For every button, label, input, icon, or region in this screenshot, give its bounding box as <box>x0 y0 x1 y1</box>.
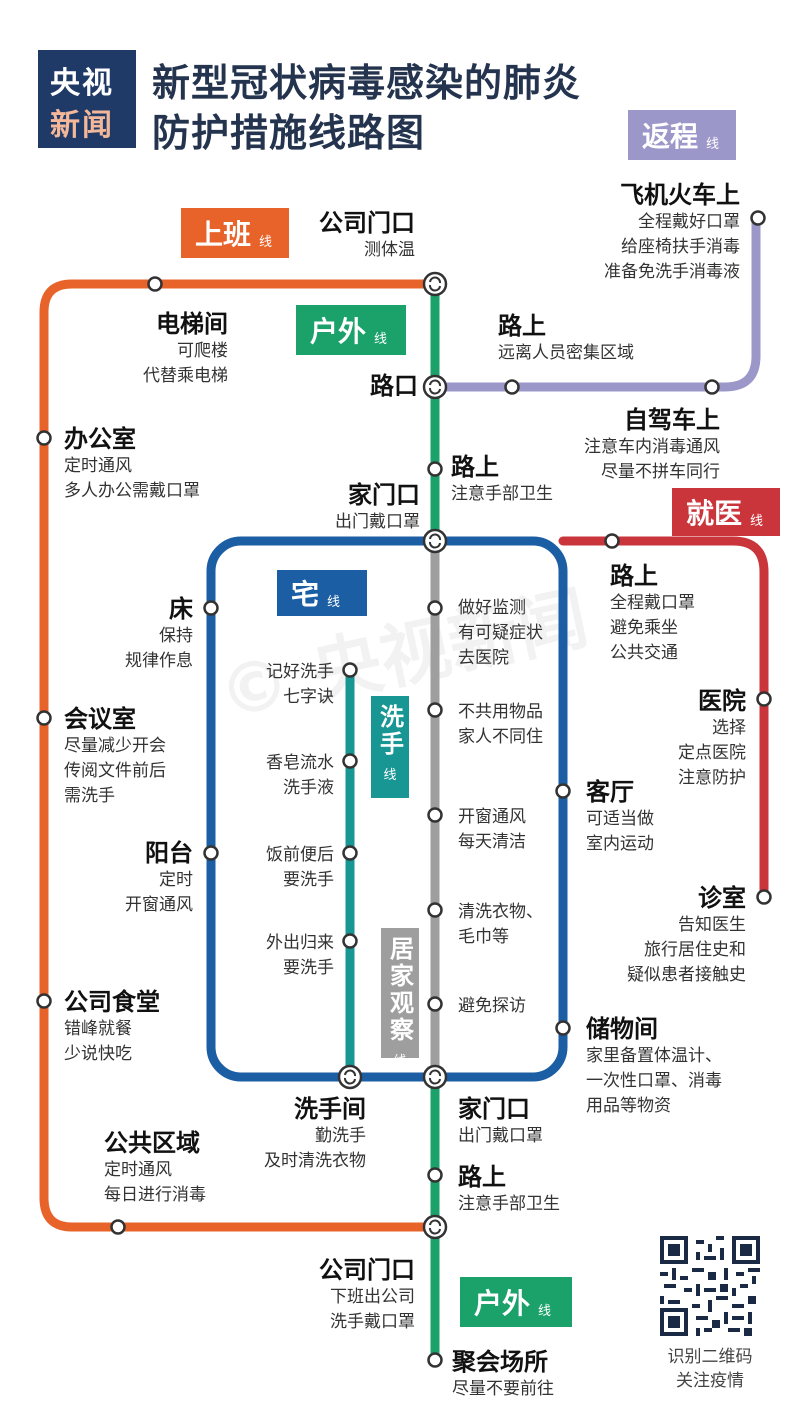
station-zijia: 自驾车上 注意车内消毒通风 尽量不拼车同行 <box>584 406 720 482</box>
line-shangban <box>39 279 440 1232</box>
station-juhui: 聚会场所 尽量不要前往 <box>452 1348 554 1399</box>
station-huiyishi: 会议室 尽量减少开会 传阅文件前后 需洗手 <box>64 705 166 806</box>
logo-line1: 央视 <box>50 66 114 101</box>
page-title-line2: 防护措施线路图 <box>152 111 426 155</box>
logo-line2: 新闻 <box>50 108 114 143</box>
xishou-stop: 香皂流水洗手液 <box>266 753 334 798</box>
station-chuang: 床 保持 规律作息 <box>125 595 193 671</box>
station-bangongshi: 办公室 定时通风 多人办公需戴口罩 <box>64 425 200 501</box>
jujia-stop: 不共用物品家人不同住 <box>458 702 543 747</box>
line-jiuyi <box>558 536 769 902</box>
station-gongsi-menkou-bottom: 公司门口 下班出公司 洗手戴口罩 <box>319 1256 415 1332</box>
station-shitang: 公司食堂 错峰就餐 少说快吃 <box>64 988 160 1064</box>
tag-huwai-bottom: 户外线 <box>460 1277 572 1327</box>
station-xishoujian: 洗手间 勤洗手 及时清洗衣物 <box>264 1095 366 1171</box>
station-yangtai: 阳台 定时 开窗通风 <box>125 839 193 915</box>
station-lushang-return: 路上 远离人员密集区域 <box>498 312 634 363</box>
cctv-news-logo: 央视 新闻 <box>38 50 136 148</box>
station-chuwujian: 储物间 家里备置体温计、 一次性口罩、消毒 用品等物资 <box>586 1015 722 1116</box>
tag-jujia: 居家观察线 <box>381 928 419 1069</box>
qr-code-icon[interactable] <box>660 1236 760 1336</box>
station-lushang-top: 路上 注意手部卫生 <box>451 453 553 504</box>
line-zhai <box>206 536 568 1082</box>
xishou-stop: 饭前便后要洗手 <box>266 845 334 890</box>
station-keting: 客厅 可适当做 室内运动 <box>586 778 654 854</box>
xishou-stop: 记好洗手七字诀 <box>266 662 334 707</box>
jujia-stop: 避免探访 <box>458 996 526 1016</box>
station-jiamenkou-top: 家门口 出门戴口罩 <box>335 481 420 532</box>
qr-caption: 识别二维码 关注疫情 <box>667 1347 753 1391</box>
station-lukou: 路口 <box>370 372 418 400</box>
station-lushang-jiuyi: 路上 全程戴口罩 避免乘坐 公共交通 <box>610 562 695 663</box>
jujia-stop: 开窗通风每天清洁 <box>458 807 526 852</box>
line-fancheng <box>430 213 761 392</box>
station-jiamenkou-bottom: 家门口 出门戴口罩 <box>458 1095 543 1146</box>
station-dots <box>36 210 772 1368</box>
station-gongsi-menkou-top: 公司门口 测体温 <box>319 209 415 260</box>
tag-zhai: 宅线 <box>277 570 367 616</box>
station-dianti: 电梯间 可爬楼 代替乘电梯 <box>143 310 228 386</box>
interchange-nodes <box>337 271 448 1240</box>
station-zhenshi: 诊室 告知医生 旅行居住史和 疑似患者接触史 <box>627 884 746 985</box>
tag-xishou: 洗手线 <box>371 696 409 798</box>
station-feiji-huoche: 飞机火车上 全程戴好口罩 给座椅扶手消毒 准备免洗手消毒液 <box>604 181 740 282</box>
xishou-stop: 外出归来要洗手 <box>266 933 334 978</box>
jujia-stop: 做好监测有可疑症状去医院 <box>458 598 543 668</box>
station-lushang-bottom: 路上 注意手部卫生 <box>458 1163 560 1214</box>
station-gonggong: 公共区域 定时通风 每日进行消毒 <box>104 1129 206 1205</box>
tag-shangban: 上班线 <box>181 208 289 258</box>
jujia-stop: 清洗衣物、毛巾等 <box>458 902 543 947</box>
page-title-line1: 新型冠状病毒感染的肺炎 <box>152 61 582 105</box>
tag-huwai-top: 户外线 <box>296 305 406 355</box>
tag-jiuyi: 就医线 <box>672 488 780 536</box>
station-yiyuan: 医院 选择 定点医院 注意防护 <box>678 687 746 788</box>
tag-fancheng: 返程线 <box>628 110 736 160</box>
